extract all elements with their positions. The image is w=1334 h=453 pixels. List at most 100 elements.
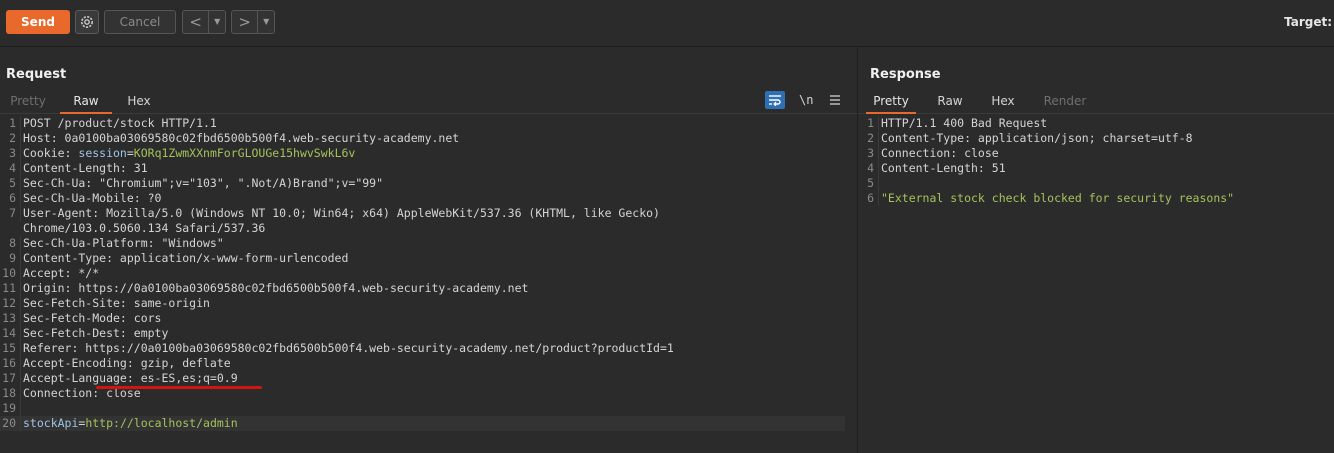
line-text: Accept: */* xyxy=(23,266,100,280)
line-number: 9 xyxy=(0,251,21,266)
line-number: 20 xyxy=(0,416,21,431)
send-button[interactable]: Send xyxy=(6,10,70,34)
line-text: Sec-Ch-Ua-Platform: "Windows" xyxy=(23,236,224,250)
line-text: Content-Type: application/x-www-form-url… xyxy=(23,251,349,265)
forward-history-dropdown-icon[interactable]: ▼ xyxy=(257,11,274,33)
cancel-button[interactable]: Cancel xyxy=(104,10,176,34)
response-body-string: "External stock check blocked for securi… xyxy=(881,191,1235,205)
line-text: Accept-Encoding: gzip, deflate xyxy=(23,356,231,370)
line-number: 6 xyxy=(858,191,879,206)
equals-sign: = xyxy=(126,146,134,160)
back-history-dropdown-icon[interactable]: ▼ xyxy=(208,11,225,33)
line-text: Connection: close xyxy=(881,146,999,160)
line-text: Sec-Fetch-Dest: empty xyxy=(23,326,169,340)
body-param-name: stockApi xyxy=(23,416,79,430)
back-button-group: < ▼ xyxy=(182,10,226,34)
line-text: Content-Length: 51 xyxy=(881,161,1006,175)
line-number: 1 xyxy=(858,116,879,131)
line-number: 4 xyxy=(0,161,21,176)
editor-menu-button[interactable] xyxy=(829,91,841,109)
request-tab-hex[interactable]: Hex xyxy=(127,94,151,108)
body-param-value: http://localhost/admin xyxy=(85,416,238,430)
line-number: 16 xyxy=(0,356,21,371)
red-underline-annotation xyxy=(96,386,262,389)
settings-button[interactable] xyxy=(75,10,99,34)
line-number: 18 xyxy=(0,386,21,401)
line-text: User-Agent: Mozilla/5.0 (Windows NT 10.0… xyxy=(23,206,660,220)
back-button[interactable]: < xyxy=(189,13,202,31)
line-text: Sec-Ch-Ua-Mobile: ?0 xyxy=(23,191,162,205)
response-tab-render[interactable]: Render xyxy=(1043,94,1087,108)
request-tabs: Pretty Raw Hex xyxy=(0,91,857,114)
line-number: 3 xyxy=(858,146,879,161)
line-number: 5 xyxy=(0,176,21,191)
line-text: Connection: close xyxy=(23,386,141,400)
request-line: 19 xyxy=(0,401,857,416)
line-number: 3 xyxy=(0,146,21,161)
line-number: 13 xyxy=(0,311,21,326)
line-text: Sec-Fetch-Mode: cors xyxy=(23,311,162,325)
response-tabs: Pretty Raw Hex Render xyxy=(858,91,1334,114)
line-text: Sec-Fetch-Site: same-origin xyxy=(23,296,210,310)
line-number: 6 xyxy=(0,191,21,206)
toolbar: Send Cancel < ▼ > ▼ Target: xyxy=(0,0,1334,47)
response-line: 5 xyxy=(858,176,1334,191)
target-label[interactable]: Target: xyxy=(1284,15,1332,29)
line-number: 7 xyxy=(0,206,21,221)
line-text: POST /product/stock HTTP/1.1 xyxy=(23,116,217,130)
line-number: 17 xyxy=(0,371,21,386)
response-line: 6"External stock check blocked for secur… xyxy=(858,191,1334,206)
line-text: Accept-Language: es-ES,es;q=0.9 xyxy=(23,371,238,385)
cookie-name: session xyxy=(78,146,127,160)
response-tab-raw[interactable]: Raw xyxy=(937,94,963,108)
forward-button[interactable]: > xyxy=(238,13,251,31)
line-text: Content-Type: application/json; charset=… xyxy=(881,131,1193,145)
word-wrap-icon xyxy=(769,95,781,106)
line-number: 2 xyxy=(0,131,21,146)
show-newlines-button[interactable]: \n xyxy=(799,93,814,107)
response-title: Response xyxy=(870,67,941,82)
line-number: 2 xyxy=(858,131,879,146)
request-tab-raw[interactable]: Raw xyxy=(60,91,112,114)
request-tab-pretty[interactable]: Pretty xyxy=(10,94,46,108)
line-number: 14 xyxy=(0,326,21,341)
request-editor-tools: \n xyxy=(0,91,857,109)
line-number: 1 xyxy=(0,116,21,131)
hamburger-menu-icon xyxy=(830,95,840,105)
line-number: 19 xyxy=(0,401,21,416)
response-tab-pretty[interactable]: Pretty xyxy=(866,91,916,114)
line-number: 4 xyxy=(858,161,879,176)
line-number: 15 xyxy=(0,341,21,356)
line-text: HTTP/1.1 400 Bad Request xyxy=(881,116,1048,130)
line-number: 11 xyxy=(0,281,21,296)
response-tab-hex[interactable]: Hex xyxy=(991,94,1015,108)
equals-sign: = xyxy=(78,416,86,430)
line-text: Origin: https://0a0100ba03069580c02fbd65… xyxy=(23,281,529,295)
line-number: 5 xyxy=(858,176,879,191)
line-number: 10 xyxy=(0,266,21,281)
word-wrap-button[interactable] xyxy=(765,91,785,109)
request-line: Chrome/103.0.5060.134 Safari/537.36 xyxy=(0,221,857,236)
